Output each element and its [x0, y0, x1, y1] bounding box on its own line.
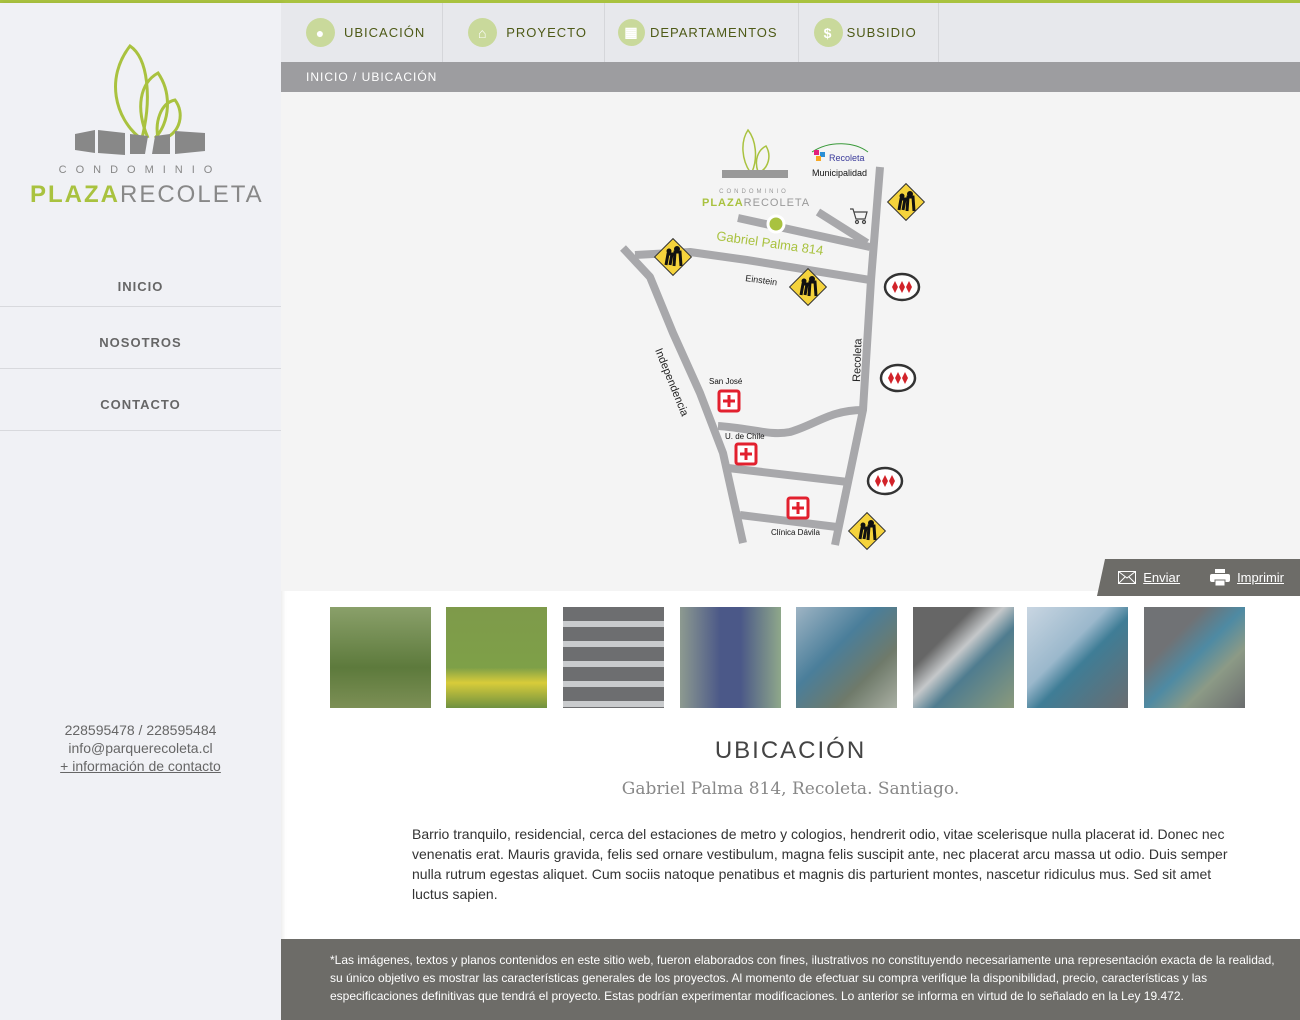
- municipalidad-label: Municipalidad: [812, 168, 867, 178]
- map-graphic: CONDOMINIO PLAZARECOLETA Gabriel Palma 8…: [620, 128, 926, 551]
- sidebar-nav: INICIO NOSOTROS CONTACTO: [0, 253, 281, 431]
- home-icon: ⌂: [468, 18, 498, 47]
- building-icon: ▦: [617, 19, 645, 46]
- shopping-cart-icon: [850, 208, 868, 225]
- logo-plaza: PLAZA: [30, 181, 120, 208]
- tab-label: PROYECTO: [506, 25, 587, 40]
- label-san-jose: San José: [709, 377, 743, 386]
- gallery-thumbnail[interactable]: [563, 607, 664, 708]
- email[interactable]: info@parquerecoleta.cl: [68, 740, 213, 756]
- legal-disclaimer: *Las imágenes, textos y planos contenido…: [281, 939, 1300, 1020]
- municipalidad-marker[interactable]: Recoleta Municipalidad: [811, 143, 869, 178]
- top-accent-bar: [0, 0, 1300, 3]
- map-logo-plaza: PLAZA: [702, 197, 744, 209]
- print-label: Imprimir: [1237, 570, 1284, 585]
- logo[interactable]: CONDOMINIO PLAZARECOLETA: [30, 38, 262, 213]
- address-subtitle: Gabriel Palma 814, Recoleta. Santiago.: [621, 779, 960, 799]
- gallery-thumbnail[interactable]: [446, 607, 547, 708]
- gallery-thumbnail[interactable]: [1144, 607, 1245, 708]
- map-logo-condominio: CONDOMINIO: [719, 189, 789, 195]
- breadcrumb: INICIO / UBICACIÓN: [281, 62, 1300, 92]
- gallery-thumbnail[interactable]: [330, 607, 431, 708]
- project-location-pin[interactable]: [766, 214, 786, 234]
- map-logo-name: PLAZARECOLETA: [702, 197, 810, 209]
- label-u-de-chile: U. de Chile: [725, 432, 765, 441]
- gallery-thumbnail[interactable]: [796, 607, 897, 708]
- print-button[interactable]: Imprimir: [1210, 569, 1284, 586]
- tab-label: DEPARTAMENTOS: [649, 25, 778, 40]
- envelope-icon: [1118, 571, 1137, 584]
- tab-proyecto[interactable]: ⌂ PROYECTO: [443, 3, 605, 62]
- logo-trees-icon: [75, 43, 205, 155]
- dollar-icon: $: [813, 18, 843, 47]
- tab-label: UBICACIÓN: [344, 25, 426, 40]
- tab-ubicacion[interactable]: ● UBICACIÓN: [281, 3, 444, 62]
- sidebar: CONDOMINIO PLAZARECOLETA INICIO NOSOTROS…: [0, 3, 281, 1020]
- logo-condominio: CONDOMINIO: [58, 164, 222, 176]
- send-button[interactable]: Enviar: [1118, 570, 1180, 585]
- map-project-logo: CONDOMINIO PLAZARECOLETA: [702, 128, 810, 209]
- metro-station-icon: [883, 272, 921, 302]
- street-label-einstein: Einstein: [745, 273, 778, 287]
- share-bar: Enviar Imprimir: [1097, 559, 1300, 596]
- logo-recoleta: RECOLETA: [120, 181, 264, 208]
- description: Barrio tranquilo, residencial, cerca del…: [412, 826, 1228, 902]
- hospital-icon: [734, 442, 758, 466]
- map-pin-icon: ●: [306, 18, 335, 47]
- school-zone-icon: [847, 511, 887, 551]
- tab-departamentos[interactable]: ▦ DEPARTAMENTOS: [605, 3, 799, 62]
- contact-info: 228595478 / 228595484 info@parquerecolet…: [0, 721, 281, 775]
- location-map: CONDOMINIO PLAZARECOLETA Gabriel Palma 8…: [281, 92, 1300, 591]
- gallery-thumbnail[interactable]: [913, 607, 1014, 708]
- sidebar-item-inicio[interactable]: INICIO: [0, 253, 281, 307]
- tab-subsidio[interactable]: $SUBSIDIO: [799, 3, 939, 62]
- hospital-icon: [717, 389, 741, 413]
- gallery-thumbnail[interactable]: [680, 607, 781, 708]
- top-nav: ● UBICACIÓN ⌂ PROYECTO ▦ DEPARTAMENTOS $SUB…: [281, 3, 1300, 62]
- metro-station-icon: [879, 363, 917, 393]
- tab-label: SUBSIDIO: [846, 25, 917, 40]
- logo-name: PLAZARECOLETA: [30, 181, 262, 209]
- street-label-recoleta: Recoleta: [851, 337, 865, 382]
- phone-numbers: 228595478 / 228595484: [64, 722, 217, 738]
- metro-station-icon: [866, 466, 904, 496]
- sidebar-item-nosotros[interactable]: NOSOTROS: [0, 307, 281, 369]
- page-title: UBICACIÓN: [714, 737, 867, 764]
- municipalidad-logo-text: Recoleta: [829, 153, 865, 163]
- sidebar-item-contacto[interactable]: CONTACTO: [0, 369, 281, 431]
- hospital-icon: [786, 496, 810, 520]
- printer-icon: [1210, 569, 1231, 586]
- send-label: Enviar: [1143, 570, 1181, 585]
- label-clinica-davila: Clínica Dávila: [771, 528, 820, 537]
- gallery-thumbnail[interactable]: [1027, 607, 1128, 708]
- more-contact-link[interactable]: + información de contacto: [60, 758, 221, 774]
- map-logo-recoleta: RECOLETA: [744, 197, 810, 209]
- school-zone-icon: [886, 182, 926, 222]
- school-zone-icon: [653, 237, 693, 277]
